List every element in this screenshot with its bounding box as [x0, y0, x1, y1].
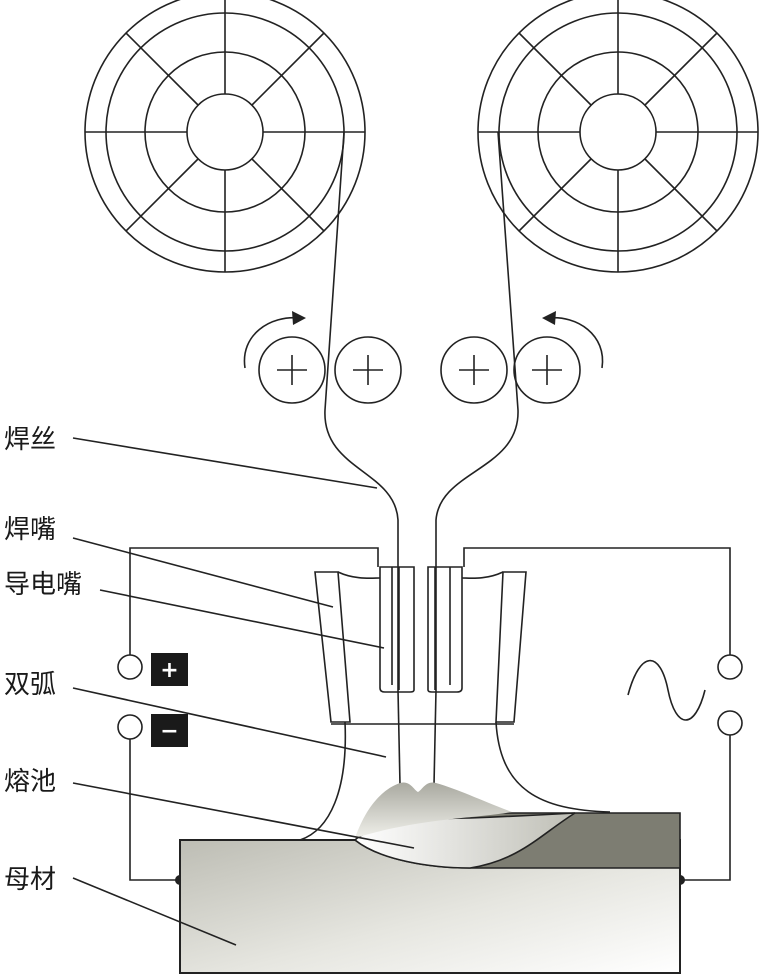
svg-text:+: +	[160, 658, 178, 683]
label-contact-tip: 导电嘴	[4, 570, 82, 600]
label-twin-arc: 双弧	[4, 670, 56, 700]
label-weld-pool: 熔池	[4, 767, 56, 797]
contact-tip-left	[379, 566, 415, 693]
twin-arc	[355, 782, 512, 838]
contact-tip-right	[427, 566, 463, 693]
right-wire-spool	[477, 0, 759, 273]
right-wire-end	[433, 689, 437, 786]
feed-roller-icon	[334, 336, 402, 404]
plus-polarity-badge: +	[151, 653, 188, 686]
label-wire: 焊丝	[4, 425, 56, 455]
svg-text:−: −	[160, 719, 178, 744]
right-wire-path	[435, 131, 519, 690]
left-gas-curve	[299, 721, 347, 841]
ac-sine-wave-icon	[627, 659, 706, 721]
right-gas-curve	[495, 721, 611, 813]
left-wire-end	[397, 689, 401, 786]
minus-polarity-badge: −	[151, 714, 188, 747]
feed-roller-icon	[440, 336, 508, 404]
label-base-metal: 母材	[4, 865, 56, 895]
left-wire-path	[324, 131, 399, 690]
feed-roller-icon	[513, 336, 581, 404]
rotation-arrow-icon	[243, 311, 306, 369]
leader-lines	[72, 437, 415, 946]
torch-nozzle	[314, 571, 527, 725]
feed-roller-icon	[258, 336, 326, 404]
left-wire-spool	[84, 0, 366, 273]
rotation-arrow-icon	[542, 311, 604, 369]
label-nozzle: 焊嘴	[4, 515, 56, 545]
